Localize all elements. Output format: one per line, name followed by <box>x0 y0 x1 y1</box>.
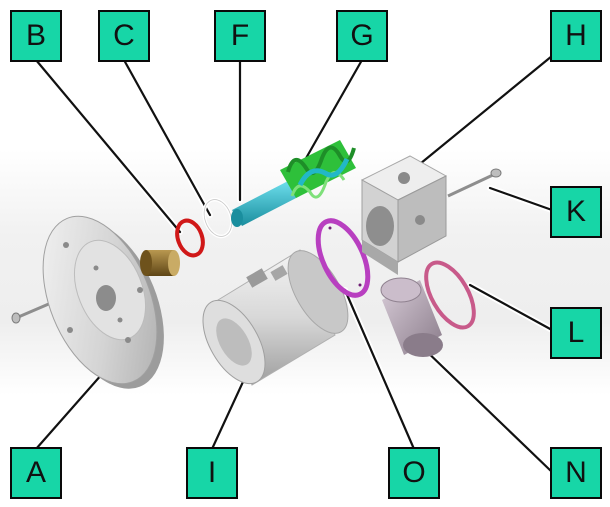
callout-label-k: K <box>550 186 602 238</box>
callout-label-b: B <box>10 10 62 62</box>
callout-label-o: O <box>388 447 440 499</box>
pump-head-housing <box>360 155 448 275</box>
callout-label-h: H <box>550 10 602 62</box>
stator-sleeve <box>380 277 443 357</box>
callout-label-a: A <box>10 447 62 499</box>
flange-end-plate <box>42 215 164 389</box>
stator-body <box>202 249 349 386</box>
callout-label-g: G <box>336 10 388 62</box>
callout-label-c: C <box>98 10 150 62</box>
bushing <box>140 250 180 276</box>
callout-label-i: I <box>186 447 238 499</box>
pink-gasket <box>424 260 476 330</box>
rotor-flights <box>280 140 356 199</box>
tie-bolt-right <box>447 168 502 198</box>
callout-label-n: N <box>550 447 602 499</box>
purple-gasket <box>315 218 371 298</box>
white-o-ring-outline <box>203 199 233 237</box>
callout-label-l: L <box>550 307 602 359</box>
red-o-ring <box>175 218 205 258</box>
callout-label-f: F <box>214 10 266 62</box>
rotor-shaft <box>231 180 300 227</box>
